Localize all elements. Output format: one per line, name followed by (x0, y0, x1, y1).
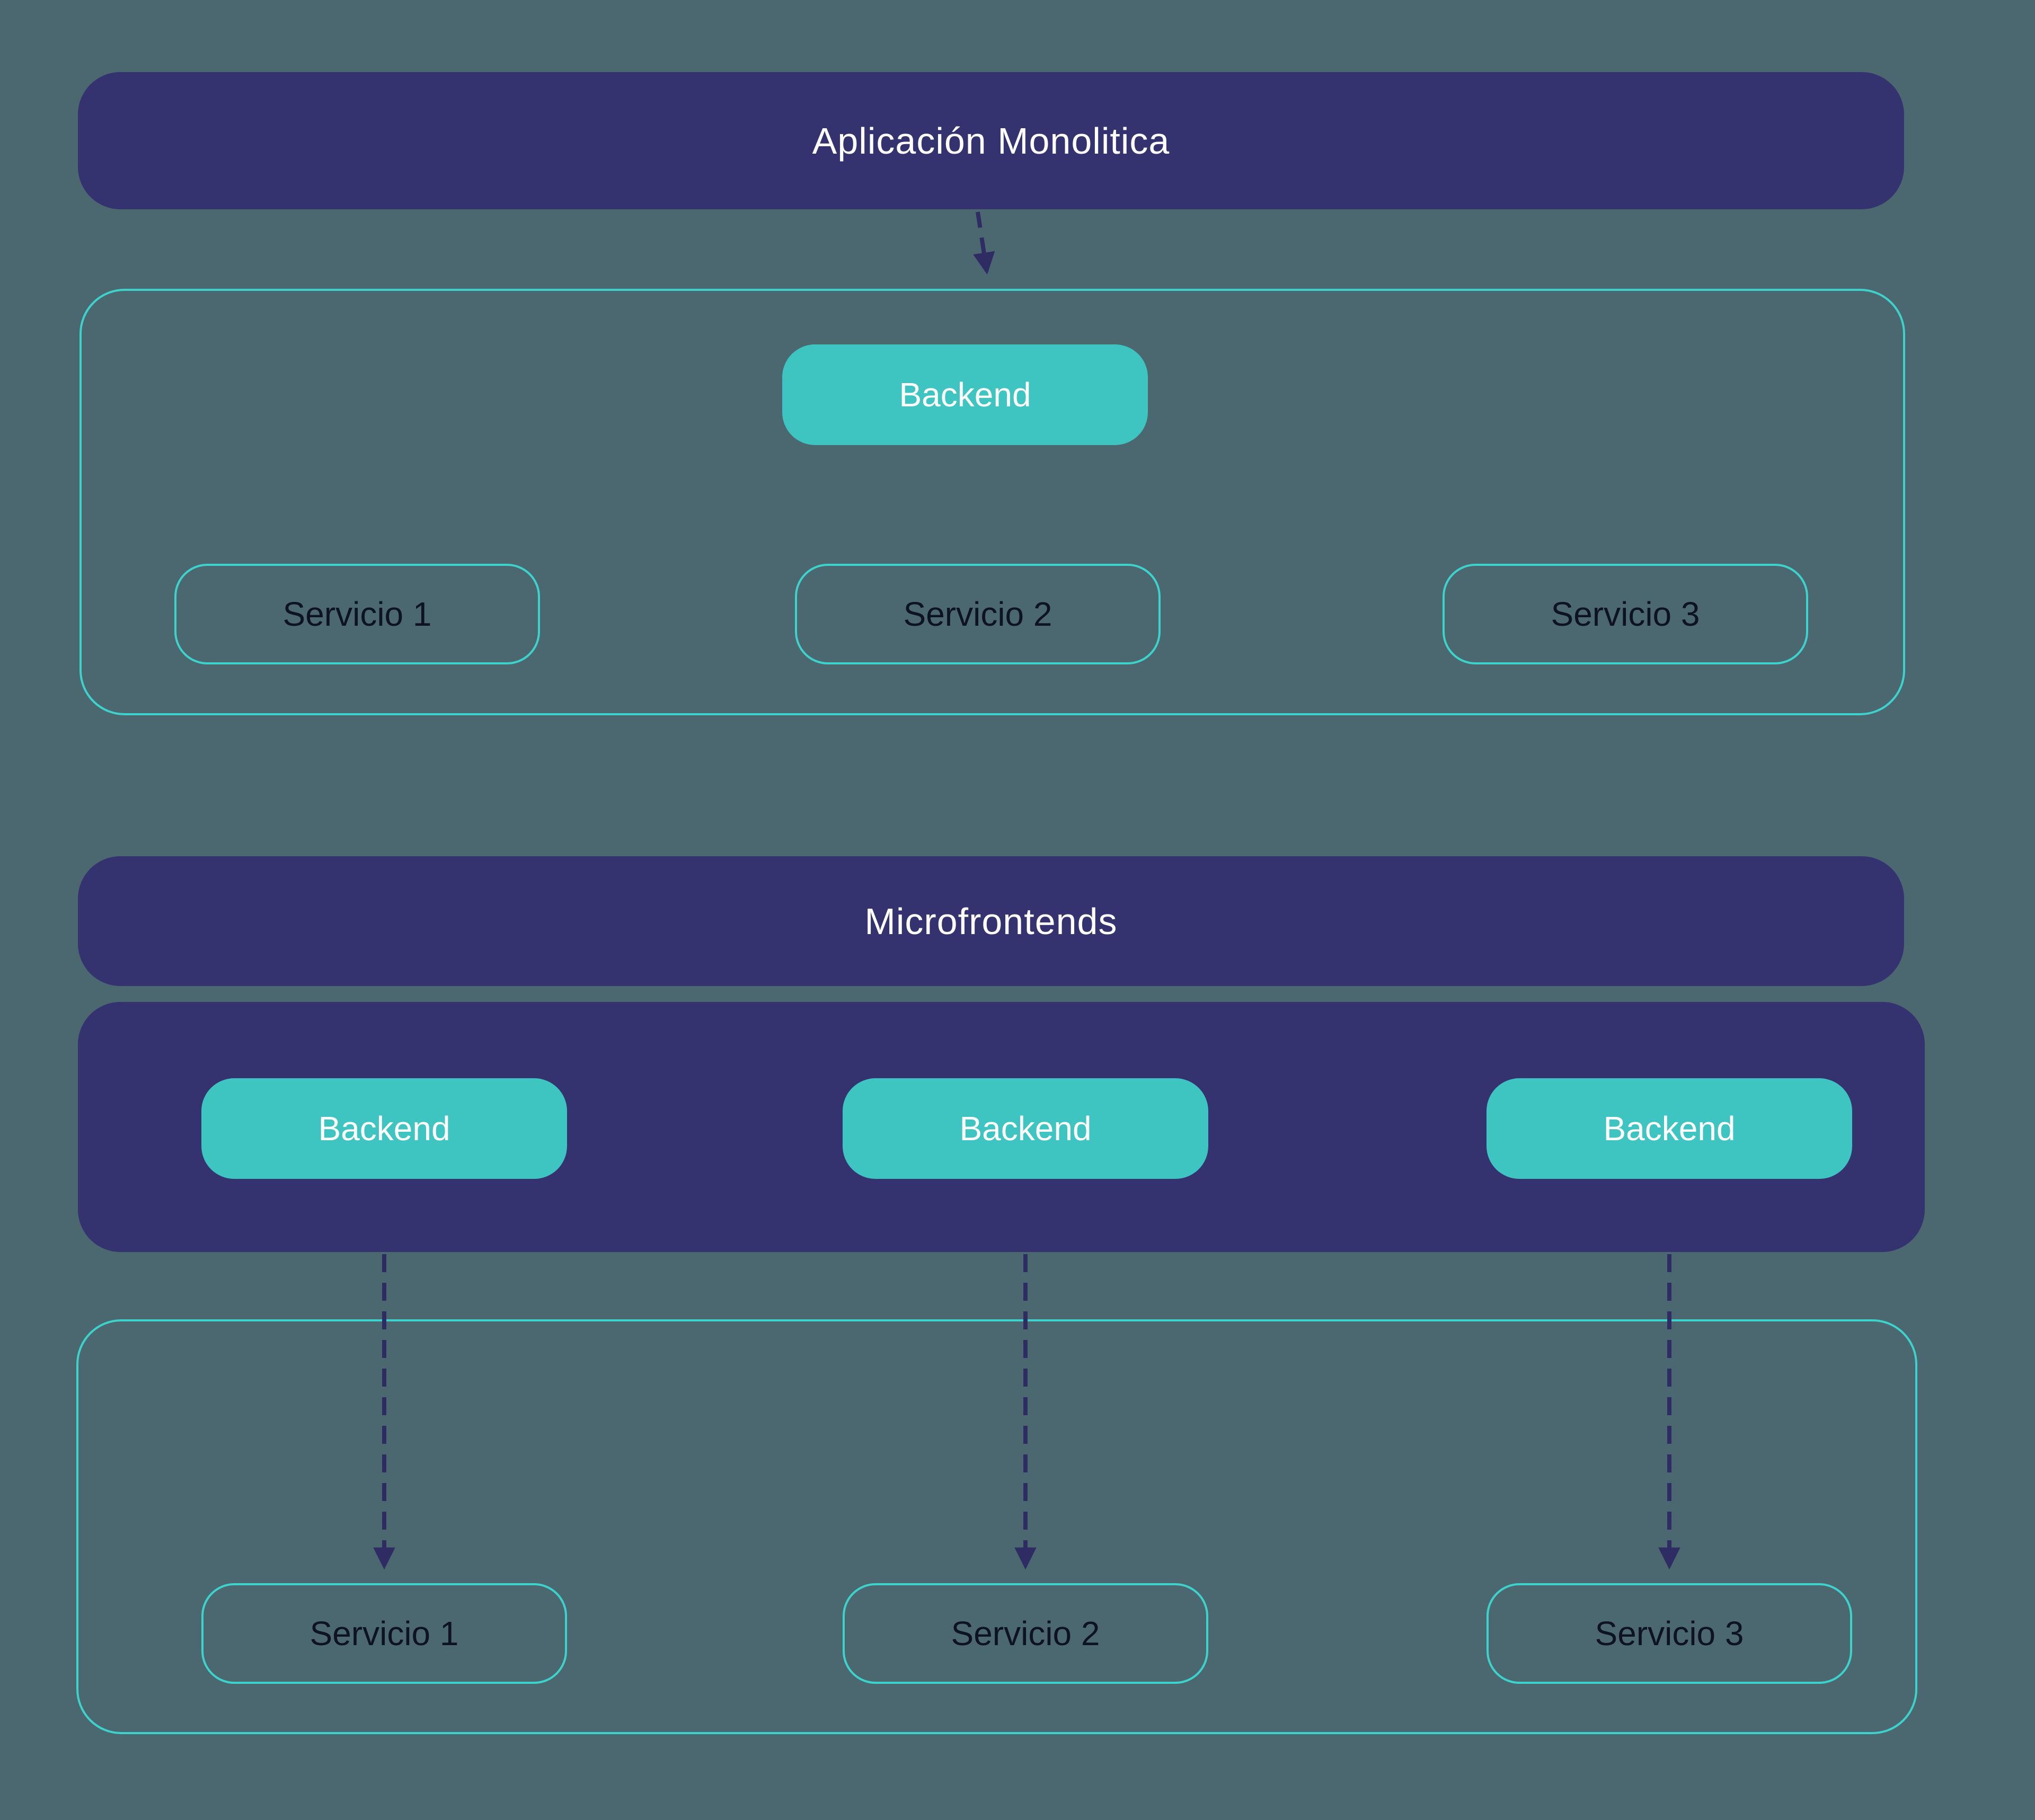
micro-backend-2-node: Backend (843, 1078, 1208, 1179)
monolith-container (79, 289, 1905, 715)
dashed-arrow-monolith-to-container (973, 211, 995, 275)
micro-service-3-node: Servicio 3 (1487, 1583, 1852, 1684)
micro-service-1-node: Servicio 1 (201, 1583, 567, 1684)
monolith-service-2-label: Servicio 2 (903, 595, 1052, 633)
micro-service-1-label: Servicio 1 (309, 1614, 459, 1653)
monolith-service-3-node: Servicio 3 (1443, 564, 1808, 664)
micro-title-label: Microfrontends (864, 900, 1118, 942)
micro-services-container (76, 1319, 1917, 1734)
monolith-service-1-node: Servicio 1 (174, 564, 540, 664)
monolith-service-3-label: Servicio 3 (1551, 595, 1700, 633)
monolith-title-banner: Aplicación Monolitica (78, 72, 1904, 209)
micro-service-2-node: Servicio 2 (843, 1583, 1208, 1684)
micro-service-2-label: Servicio 2 (951, 1614, 1100, 1653)
micro-backend-2-label: Backend (959, 1109, 1092, 1148)
micro-service-3-label: Servicio 3 (1595, 1614, 1744, 1653)
monolith-service-1-label: Servicio 1 (282, 595, 432, 633)
monolith-service-2-node: Servicio 2 (795, 564, 1161, 664)
micro-backend-1-node: Backend (201, 1078, 567, 1179)
monolith-title-label: Aplicación Monolitica (812, 120, 1170, 162)
monolith-backend-label: Backend (899, 376, 1031, 414)
micro-backend-3-node: Backend (1487, 1078, 1852, 1179)
micro-backend-3-label: Backend (1603, 1109, 1736, 1148)
monolith-backend-node: Backend (782, 344, 1148, 445)
micro-backend-1-label: Backend (318, 1109, 450, 1148)
micro-title-banner: Microfrontends (78, 856, 1904, 986)
